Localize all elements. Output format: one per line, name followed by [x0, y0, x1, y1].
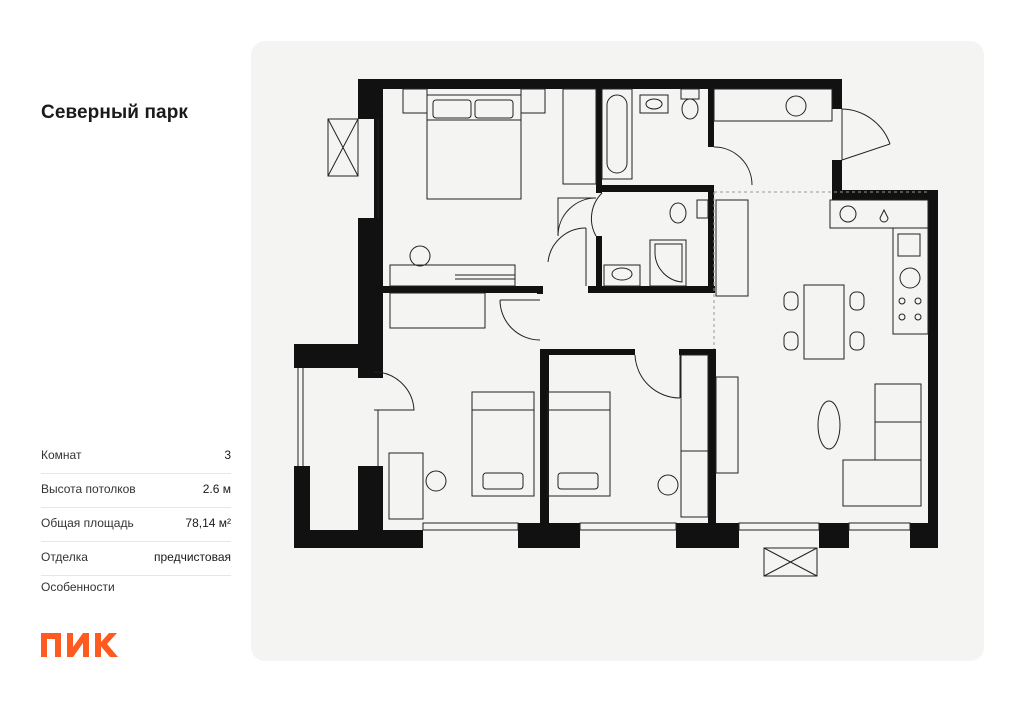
spec-value: предчистовая	[154, 550, 231, 564]
spec-row-finishing: Отделка предчистовая	[41, 542, 231, 576]
features-label: Особенности	[41, 580, 115, 594]
spec-value: 3	[224, 448, 231, 462]
spec-label: Высота потолков	[41, 482, 136, 496]
spec-value: 78,14 м²	[185, 516, 231, 530]
info-panel: Северный парк Комнат 3 Высота потолков 2…	[41, 0, 231, 701]
exterior-walls	[294, 79, 938, 548]
spec-row-total-area: Общая площадь 78,14 м²	[41, 508, 231, 542]
project-title: Северный парк	[41, 102, 189, 123]
furniture	[388, 88, 929, 520]
floor-plan	[294, 79, 938, 577]
spec-list: Комнат 3 Высота потолков 2.6 м Общая пло…	[41, 440, 231, 576]
spec-row-ceiling-height: Высота потолков 2.6 м	[41, 474, 231, 508]
spec-value: 2.6 м	[202, 482, 231, 496]
spec-label: Комнат	[41, 448, 82, 462]
spec-row-rooms: Комнат 3	[41, 440, 231, 474]
doors	[373, 146, 930, 411]
pik-logo	[41, 633, 119, 664]
floor-plan-card	[251, 41, 984, 661]
spec-label: Общая площадь	[41, 516, 134, 530]
spec-label: Отделка	[41, 550, 88, 564]
windows	[297, 108, 911, 577]
pik-logo-mark	[41, 633, 118, 657]
